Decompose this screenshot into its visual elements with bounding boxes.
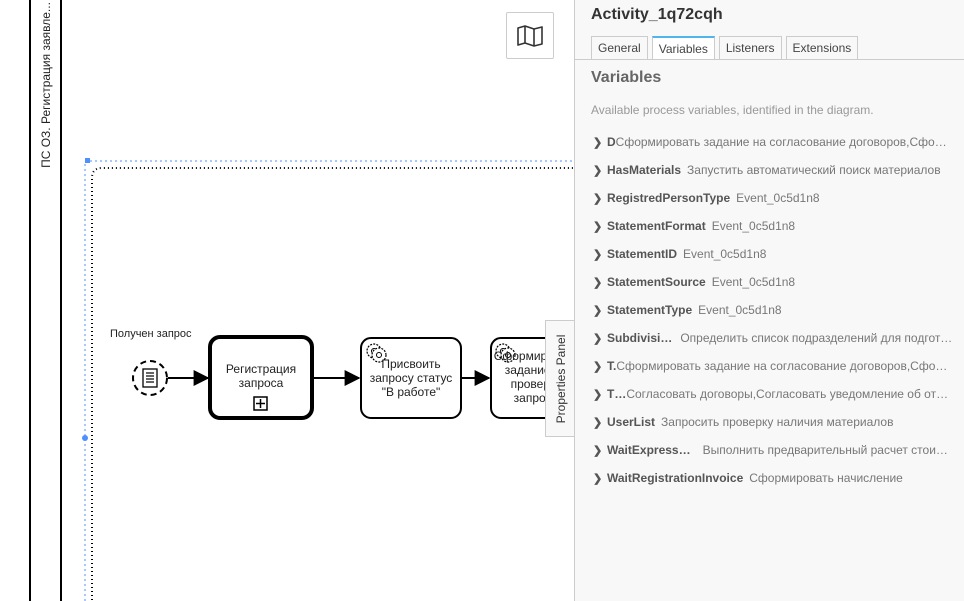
variable-value: Event_0c5d1n8 xyxy=(683,247,767,261)
variable-name: UserList xyxy=(607,415,656,429)
variable-value: Выполнить предварительный расчет стоимос… xyxy=(702,443,953,457)
chevron-right-icon: ❯ xyxy=(593,444,603,457)
variable-row[interactable]: ❯ T…Согласовать договоры,Согласовать увед… xyxy=(593,380,953,408)
chevron-right-icon: ❯ xyxy=(593,304,603,317)
chevron-right-icon: ❯ xyxy=(593,248,603,261)
variable-value: Запросить проверку наличия материалов xyxy=(661,415,894,429)
service-task[interactable] xyxy=(360,337,462,419)
chevron-right-icon: ❯ xyxy=(593,332,603,345)
selection-outline xyxy=(84,160,574,601)
call-activity-label: Регистрация запроса xyxy=(225,362,297,390)
variable-name: D xyxy=(607,135,616,149)
variable-name: StatementFormat xyxy=(607,219,706,233)
variable-row[interactable]: ❯ StatementID Event_0c5d1n8 xyxy=(593,240,953,268)
chevron-right-icon: ❯ xyxy=(593,276,603,289)
variable-value: Согласовать договоры,Согласовать уведомл… xyxy=(626,387,953,401)
variable-row[interactable]: ❯ StatementSource Event_0c5d1n8 xyxy=(593,268,953,296)
resize-handle[interactable] xyxy=(82,435,88,441)
minimap-toggle-button[interactable] xyxy=(506,12,554,59)
variable-name: Subdivisi… xyxy=(607,331,673,345)
variable-value: Сформировать задание на согласование дог… xyxy=(615,135,953,149)
variable-row[interactable]: ❯ Subdivisi… Определить список подразделен… xyxy=(593,324,953,352)
variable-row[interactable]: ❯ StatementFormat Event_0c5d1n8 xyxy=(593,212,953,240)
variable-value: Event_0c5d1n8 xyxy=(711,219,796,233)
properties-panel-toggle[interactable]: Properties Panel xyxy=(545,320,574,437)
diagram-canvas[interactable]: ПС ОЗ. Регистрация заявле... Получен зап… xyxy=(0,0,574,601)
gear-icon xyxy=(371,347,387,363)
variable-row[interactable]: ❯ RegistredPersonType Event_0c5d1n8 xyxy=(593,184,953,212)
pool-label-text: ПС ОЗ. Регистрация заявле... xyxy=(38,2,53,168)
pool-label[interactable]: ПС ОЗ. Регистрация заявле... xyxy=(29,0,62,170)
chevron-right-icon: ❯ xyxy=(593,220,603,233)
variable-name: T. xyxy=(607,359,617,373)
variable-name: RegistredPersonType xyxy=(607,191,731,205)
panel-tabs: General Variables Listeners Extensions xyxy=(591,36,859,60)
gear-icon xyxy=(500,347,516,363)
chevron-right-icon: ❯ xyxy=(593,416,603,429)
variable-value: Event_0c5d1n8 xyxy=(736,191,820,205)
section-description: Available process variables, identified … xyxy=(591,103,874,117)
map-icon xyxy=(517,24,543,47)
variable-value: Event_0c5d1n8 xyxy=(711,275,796,289)
variable-value: Запустить автоматический поиск материало… xyxy=(687,163,941,177)
variable-value: Event_0c5d1n8 xyxy=(698,303,782,317)
variable-name: StatementType xyxy=(607,303,693,317)
chevron-right-icon: ❯ xyxy=(593,192,603,205)
properties-panel: Activity_1q72cqh General Variables Liste… xyxy=(574,0,964,601)
variable-row[interactable]: ❯ HasMaterials Запустить автоматический по… xyxy=(593,156,953,184)
variable-name: StatementSource xyxy=(607,275,706,289)
call-activity[interactable] xyxy=(208,335,314,420)
variable-name: WaitRegistrationInvoice xyxy=(607,471,744,485)
diagram-svg xyxy=(29,0,574,601)
chevron-right-icon: ❯ xyxy=(593,360,603,373)
variable-row[interactable]: ❯ UserList Запросить проверку наличия мате… xyxy=(593,408,953,436)
tabs-divider xyxy=(575,59,964,60)
chevron-right-icon: ❯ xyxy=(593,136,603,149)
variable-name: WaitExpress… xyxy=(607,443,691,457)
chevron-right-icon: ❯ xyxy=(593,472,603,485)
variable-name: HasMaterials xyxy=(607,163,682,177)
expand-marker-icon xyxy=(253,396,268,411)
section-title: Variables xyxy=(591,69,662,86)
start-event-label: Получен запрос xyxy=(110,328,192,340)
tab-general[interactable]: General xyxy=(591,36,648,60)
variable-row[interactable]: ❯ WaitExpress… Выполнить предварительный р… xyxy=(593,436,953,464)
variable-row[interactable]: ❯ WaitRegistrationInvoice Сформировать нач… xyxy=(593,464,953,492)
tab-variables[interactable]: Variables xyxy=(651,36,715,60)
tab-extensions[interactable]: Extensions xyxy=(785,36,859,60)
variable-name: T… xyxy=(607,387,627,401)
resize-handle[interactable] xyxy=(85,158,90,163)
properties-panel-toggle-label: Properties Panel xyxy=(553,334,568,423)
variable-value: Сформировать начисление xyxy=(749,471,903,485)
tab-listeners[interactable]: Listeners xyxy=(718,36,782,60)
variable-row[interactable]: ❯ T.Сформировать задание на согласование … xyxy=(593,352,953,380)
variable-name: StatementID xyxy=(607,247,678,261)
variable-value: Сформировать задание на согласование дог… xyxy=(616,359,953,373)
variable-row[interactable]: ❯ StatementType Event_0c5d1n8 xyxy=(593,296,953,324)
chevron-right-icon: ❯ xyxy=(593,388,603,401)
service-task-label: Присвоить запросу статус "В работе" xyxy=(369,357,453,399)
panel-title: Activity_1q72cqh xyxy=(591,6,723,23)
document-icon xyxy=(142,368,158,388)
chevron-right-icon: ❯ xyxy=(593,164,603,177)
variable-value: Определить список подразделений для подг… xyxy=(680,331,953,345)
